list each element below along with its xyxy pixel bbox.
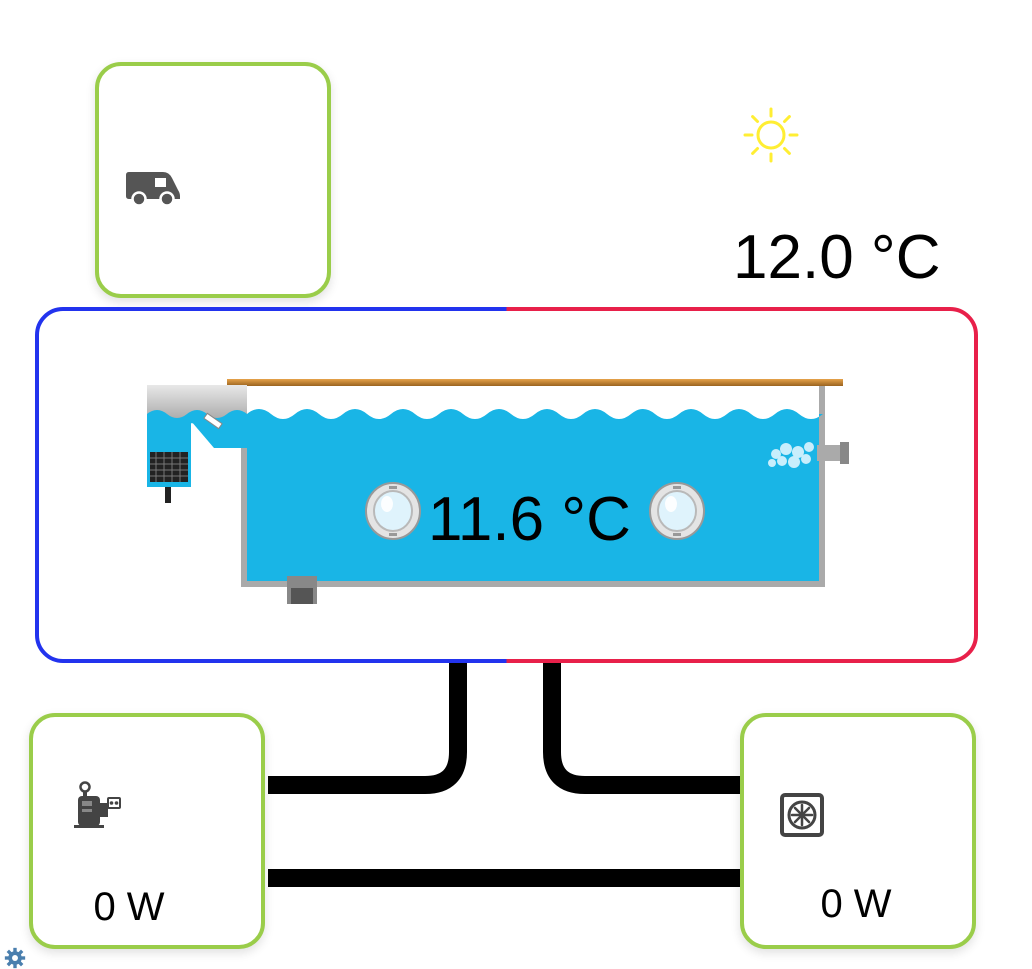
- gear-icon[interactable]: [2, 947, 28, 969]
- pool-temperature: 11.6 °C: [428, 485, 631, 554]
- pool-light-right-icon: [649, 482, 705, 540]
- pipe-pool-to-pump: [268, 660, 467, 794]
- pump-icon: [74, 781, 121, 828]
- pool-light-left-icon: [365, 482, 421, 540]
- pipe-pool-to-heater: [543, 660, 742, 794]
- outside-temperature: 12.0 °C: [733, 223, 941, 292]
- heater-power: 0 W: [820, 882, 892, 926]
- heater-card[interactable]: 0 W: [740, 713, 976, 949]
- pool-panel[interactable]: [34, 306, 979, 664]
- caravan-card[interactable]: [95, 62, 331, 298]
- sun-icon: [743, 107, 799, 163]
- pump-power: 0 W: [93, 885, 165, 929]
- pump-card[interactable]: 0 W: [29, 713, 265, 949]
- heater-icon: [780, 793, 824, 837]
- caravan-icon: [126, 172, 180, 206]
